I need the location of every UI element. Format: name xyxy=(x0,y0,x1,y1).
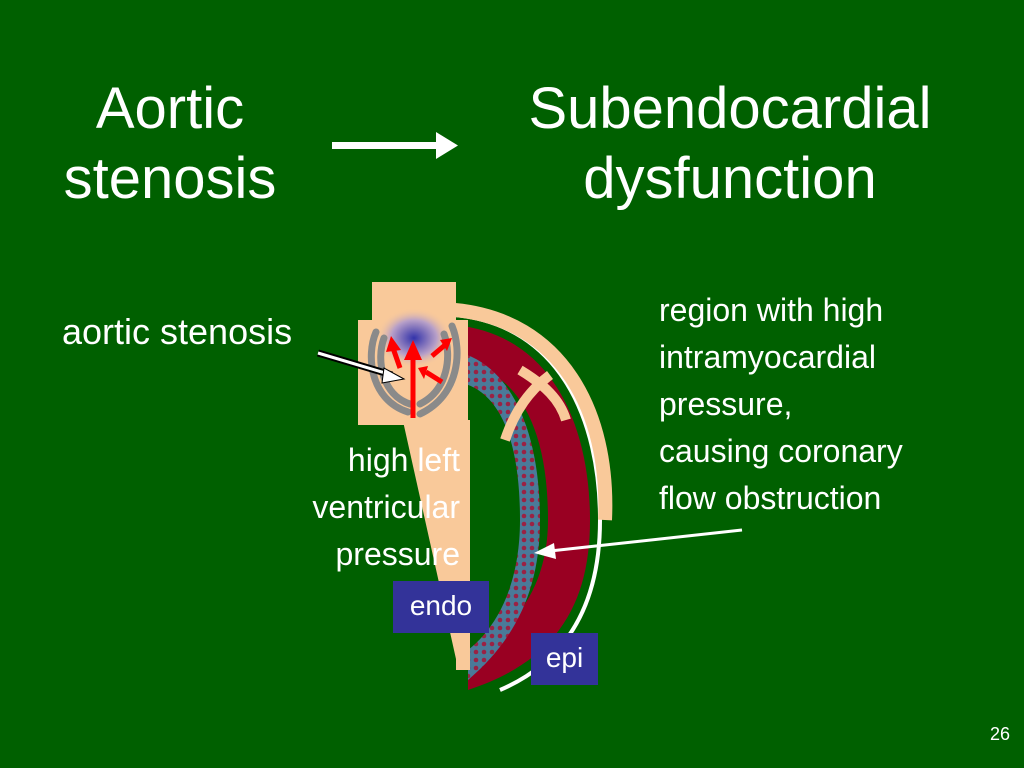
tag-epicardium: epi xyxy=(531,633,598,685)
label-high-pressure-region: region with high intramyocardial pressur… xyxy=(659,287,903,522)
page-number: 26 xyxy=(990,724,1011,744)
label-lv-pressure: high left ventricular pressure xyxy=(260,437,460,578)
pressure-line3: pressure xyxy=(335,536,461,572)
title-left-line1: Aortic xyxy=(95,76,245,141)
region-line2: intramyocardial xyxy=(659,339,876,375)
stenosis-pointer-arrow-icon xyxy=(317,349,406,384)
title-aortic-stenosis: Aortic stenosis xyxy=(40,74,300,214)
coronary-artery xyxy=(454,303,613,521)
pressure-arrows xyxy=(386,336,452,418)
region-line4: causing coronary xyxy=(659,433,903,469)
region-line5: flow obstruction xyxy=(659,480,882,516)
title-subendocardial-dysfunction: Subendocardial dysfunction xyxy=(490,74,970,214)
pressure-line1: high left xyxy=(347,442,460,478)
region-pointer-arrow-icon xyxy=(534,528,743,559)
tag-endocardium: endo xyxy=(393,581,489,633)
title-left-line2: stenosis xyxy=(63,146,277,211)
coronary-branch-2 xyxy=(517,365,571,422)
pressure-line2: ventricular xyxy=(312,489,460,525)
coronary-branch xyxy=(500,371,554,442)
title-right-line1: Subendocardial xyxy=(528,76,932,141)
myocardium-wall xyxy=(455,325,590,690)
subendocardial-layer xyxy=(458,352,540,680)
region-line3: pressure, xyxy=(659,386,793,422)
header-arrow-icon xyxy=(332,132,458,159)
title-right-line2: dysfunction xyxy=(583,146,877,211)
region-line1: region with high xyxy=(659,292,884,328)
label-aortic-stenosis: aortic stenosis xyxy=(62,311,293,352)
